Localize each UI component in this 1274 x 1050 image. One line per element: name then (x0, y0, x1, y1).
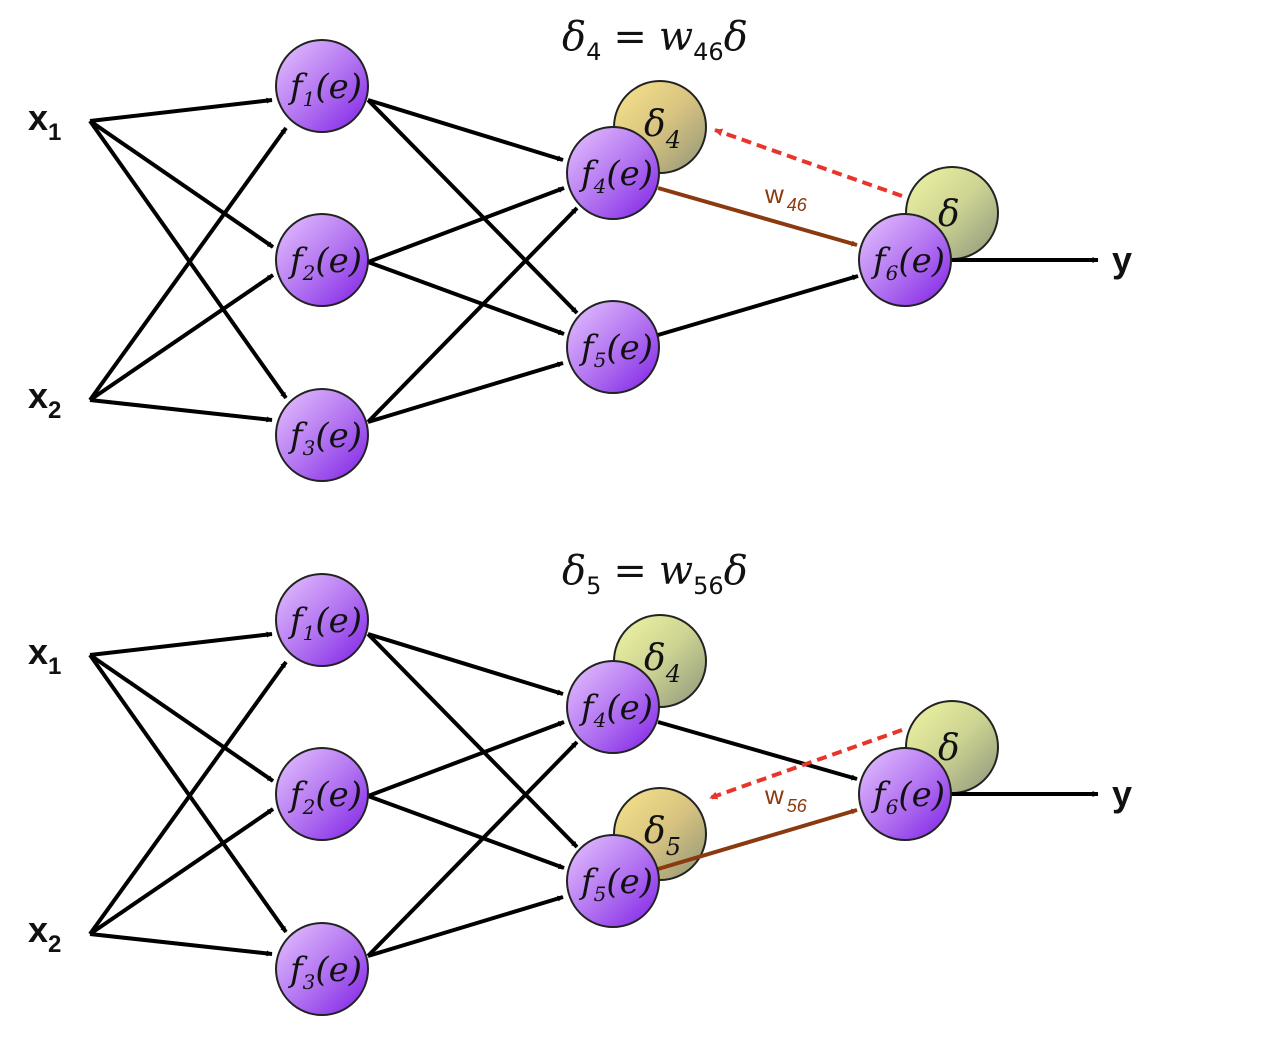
equation-delta5: δ5=w56δ (562, 548, 748, 600)
edge-f3-f5 (367, 895, 564, 958)
neuron-f5: f5(e) (566, 834, 660, 928)
equation-delta4: δ4=w46δ (562, 14, 748, 66)
delta5-label: δ5 (644, 811, 681, 861)
svg-text:f3(e): f3(e) (287, 416, 362, 460)
edge-x2-f1 (88, 126, 288, 402)
svg-text:f2(e): f2(e) (287, 241, 362, 285)
neuron-f3: f3(e) (275, 388, 369, 482)
edge-x2-f1 (88, 660, 288, 936)
edges-input-to-hidden1 (88, 97, 288, 423)
edge-x1-f2 (88, 653, 275, 783)
panel-delta5: δ5=w56δ x1 x2 δ4 δ5 (28, 548, 1132, 1016)
edge-f1-f5 (366, 632, 579, 849)
delta-output-label: δ (938, 728, 960, 769)
edge-x1-f1 (89, 631, 273, 657)
neuron-f2: f2(e) (275, 213, 369, 307)
svg-text:f4(e): f4(e) (578, 154, 653, 198)
edge-x1-f3 (88, 653, 288, 934)
neuron-f6: f6(e) (858, 747, 952, 841)
svg-text:f1(e): f1(e) (287, 601, 362, 645)
svg-text:f4(e): f4(e) (578, 688, 653, 732)
input-x1-label: x1 (28, 97, 61, 146)
edge-f5-f6 (657, 274, 859, 337)
delta4-label: δ4 (644, 638, 681, 688)
input-x2-label: x2 (28, 909, 61, 958)
svg-text:f3(e): f3(e) (287, 950, 362, 994)
svg-text:f5(e): f5(e) (578, 328, 653, 372)
edge-x2-f2 (88, 807, 275, 936)
edges-hidden1-to-hidden2 (366, 632, 579, 958)
neuron-f2: f2(e) (275, 747, 369, 841)
edge-f3-f4 (366, 740, 579, 958)
output-y-label: y (1112, 239, 1132, 280)
neuron-f5: f5(e) (566, 300, 660, 394)
svg-text:f2(e): f2(e) (287, 775, 362, 819)
edge-f2-f5 (367, 794, 565, 870)
neuron-f1: f1(e) (275, 573, 369, 667)
input-x1-label: x1 (28, 631, 61, 680)
neuron-f1: f1(e) (275, 39, 369, 133)
edge-f4-f6 (657, 720, 858, 781)
delta-output-label: δ (938, 194, 960, 235)
edge-x1-f3 (88, 119, 288, 400)
svg-text:f5(e): f5(e) (578, 862, 653, 906)
weight-edge-w56 (657, 808, 858, 871)
delta4-label: δ4 (644, 104, 681, 154)
edge-x1-f1 (89, 97, 273, 123)
backprop-arrow-delta-to-delta4 (714, 128, 903, 198)
edge-f1-f5 (366, 98, 579, 315)
edges-input-to-hidden1 (88, 631, 288, 957)
weight-edge-w46 (657, 186, 858, 247)
edge-f2-f4 (367, 720, 565, 798)
backprop-arrow-delta-to-delta5 (709, 728, 903, 800)
edge-f1-f4 (367, 632, 564, 696)
edges-hidden1-to-hidden2 (366, 98, 579, 424)
neuron-f4: f4(e) (566, 660, 660, 754)
edge-f3-f4 (366, 206, 579, 424)
output-y-label: y (1112, 773, 1132, 814)
neuron-f3: f3(e) (275, 922, 369, 1016)
edge-x2-f2 (88, 273, 275, 402)
svg-text:f6(e): f6(e) (870, 775, 945, 819)
edge-f2-f5 (367, 260, 565, 336)
edge-f2-f4 (367, 186, 565, 264)
edge-x1-f2 (88, 119, 275, 249)
neuron-f6: f6(e) (858, 213, 952, 307)
edge-x2-f3 (89, 398, 273, 423)
svg-text:f1(e): f1(e) (287, 67, 362, 111)
panel-delta4: δ4=w46δ x1 x2 δ4 (28, 14, 1132, 482)
input-x2-label: x2 (28, 375, 61, 424)
edge-x2-f3 (89, 932, 273, 957)
edge-f3-f5 (367, 361, 564, 424)
edge-f1-f4 (367, 98, 564, 162)
svg-text:f6(e): f6(e) (870, 241, 945, 285)
neuron-f4: f4(e) (566, 126, 660, 220)
